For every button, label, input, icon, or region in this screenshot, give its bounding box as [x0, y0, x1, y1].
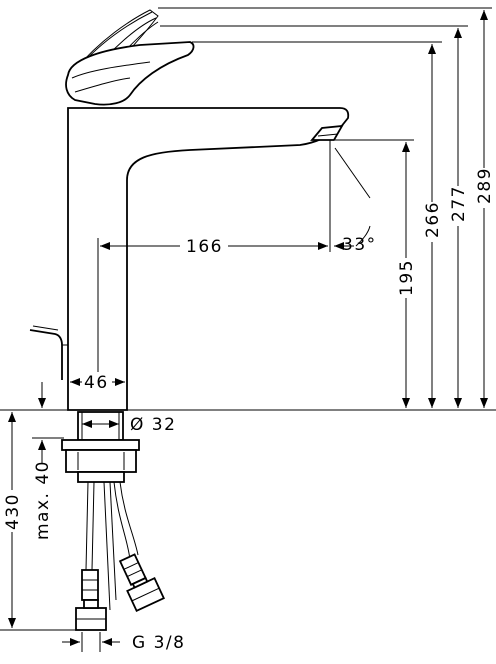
dim-max40-label: max. 40 — [33, 460, 53, 540]
dim-289-label: 289 — [475, 167, 495, 204]
mounting-assembly — [61, 411, 140, 483]
dim-266-label: 266 — [423, 201, 443, 238]
dim-195-label: 195 — [397, 259, 417, 296]
aerator — [310, 124, 344, 141]
dim-diameter-label: Ø 32 — [130, 415, 176, 435]
dim-277-label: 277 — [449, 185, 469, 222]
lever-handle — [65, 41, 195, 106]
dim-166-label: 166 — [186, 237, 223, 257]
extension-lines — [97, 7, 492, 382]
supply-hoses — [75, 481, 165, 631]
drain-rod — [29, 325, 68, 380]
dim-g38-label: G 3/8 — [132, 633, 185, 653]
dim-angle-label: 33° — [342, 235, 377, 255]
dim-430-label: 430 — [3, 493, 23, 530]
dim-46-label: 46 — [84, 373, 109, 393]
faucet-body — [67, 107, 350, 411]
